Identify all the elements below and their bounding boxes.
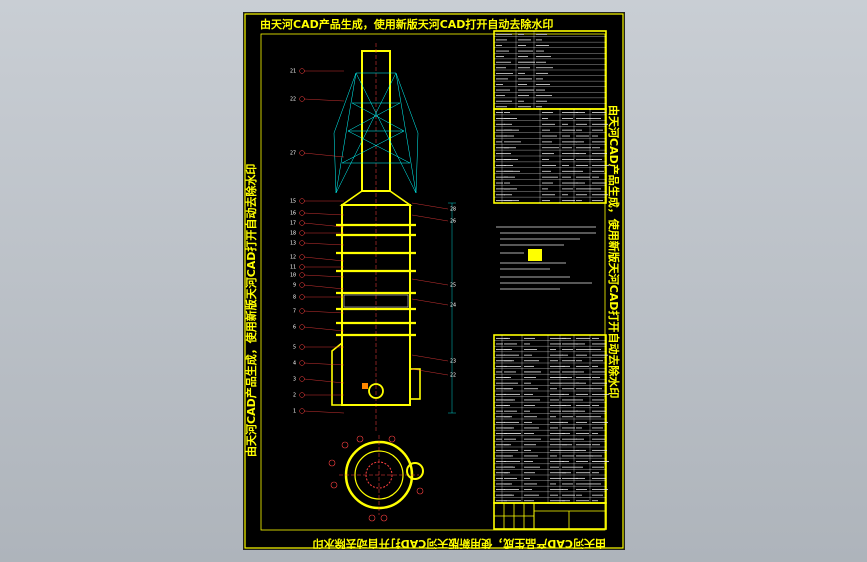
- cad-drawing-canvas: 由天河CAD产品生成，使用新版天河CAD打开自动去除水印 由天河CAD产品生成，…: [244, 13, 624, 549]
- technical-requirements: [496, 226, 596, 290]
- part-number-label: 23: [450, 359, 456, 365]
- tower-elevation: [331, 43, 456, 433]
- part-number-label: 26: [450, 219, 456, 225]
- part-number-label: 9: [293, 283, 296, 289]
- outer-frame: [244, 13, 624, 549]
- part-number-label: 28: [450, 207, 456, 213]
- watermark-bottom: 由天河CAD产品生成，使用新版天河CAD打开自动去除水印: [313, 537, 606, 549]
- sump-manhole: [368, 383, 384, 399]
- title-block: [493, 502, 607, 530]
- part-number-label: 5: [293, 345, 296, 351]
- drawing-sheet: 由天河CAD产品生成，使用新版天河CAD打开自动去除水印 由天河CAD产品生成，…: [244, 13, 624, 549]
- tower-flanges: [336, 223, 416, 337]
- tower-plan-view: [328, 435, 424, 522]
- part-number-label: 10: [290, 273, 296, 279]
- packing-layer: [343, 294, 409, 308]
- part-number-label: 16: [290, 211, 296, 217]
- part-number-label: 27: [290, 151, 296, 157]
- plan-part-circles: [328, 435, 424, 522]
- part-number-label: 2: [293, 393, 296, 399]
- part-number-label: 1: [293, 409, 296, 415]
- part-number-label: 4: [293, 361, 296, 367]
- part-number-label: 8: [293, 295, 296, 301]
- part-number-label: 17: [290, 221, 296, 227]
- part-callouts-right: 28 26 25 24 23 22: [411, 202, 456, 379]
- watermark-left: 由天河CAD产品生成，使用新版天河CAD打开自动去除水印: [244, 164, 258, 457]
- part-number-label: 22: [290, 97, 296, 103]
- nozzle-table: [493, 108, 609, 204]
- watermark-top: 由天河CAD产品生成，使用新版天河CAD打开自动去除水印: [260, 17, 553, 31]
- part-number-label: 24: [450, 303, 456, 309]
- part-number-label: 21: [290, 69, 296, 75]
- part-number-label: 22: [450, 373, 456, 379]
- part-number-label: 6: [293, 325, 296, 331]
- inner-frame: [260, 33, 606, 531]
- part-number-label: 12: [290, 255, 296, 261]
- plan-inlet-nozzle: [406, 462, 424, 480]
- drain-nozzle: [362, 383, 368, 389]
- part-number-label: 13: [290, 241, 296, 247]
- height-dimension: [448, 202, 456, 414]
- part-number-label: 18: [290, 231, 296, 237]
- bill-of-materials: [493, 334, 609, 504]
- part-number-label: 7: [293, 309, 296, 315]
- watermark-right: 由天河CAD产品生成，使用新版天河CAD打开自动去除水印: [607, 105, 621, 398]
- stamp-block: [528, 249, 542, 261]
- support-frame: [333, 72, 419, 194]
- part-number-label: 11: [290, 265, 296, 271]
- part-number-label: 25: [450, 283, 456, 289]
- technical-data-table: [493, 30, 607, 110]
- part-number-label: 15: [290, 199, 296, 205]
- part-number-label: 3: [293, 377, 296, 383]
